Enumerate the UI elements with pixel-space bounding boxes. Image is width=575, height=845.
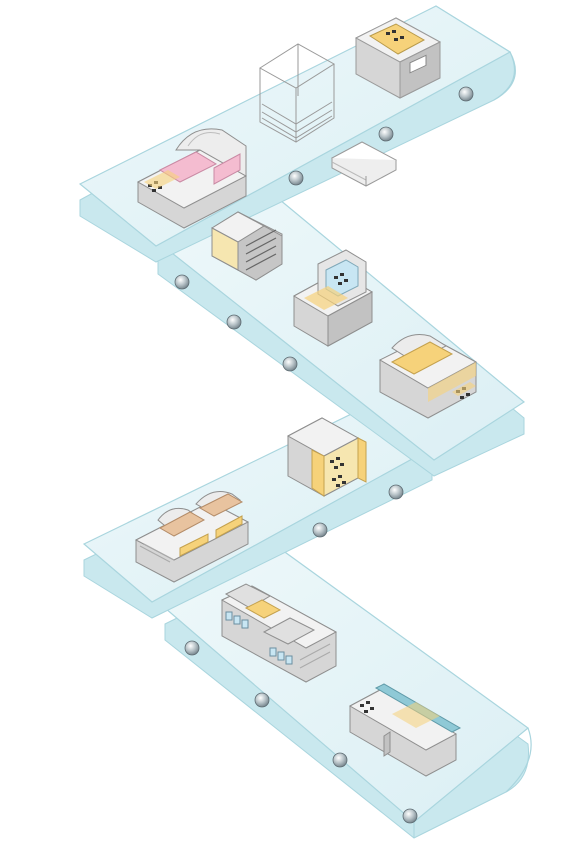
- roller: [388, 484, 404, 500]
- roller: [288, 170, 304, 186]
- transparent-magazine-rack: [259, 43, 335, 143]
- tan-reflow-machine: [134, 491, 250, 583]
- roller: [174, 274, 190, 290]
- washer-line-machine: [220, 583, 338, 683]
- roller: [184, 640, 200, 656]
- stacked-panel-input: [330, 141, 398, 187]
- conveyor-rollers: [174, 86, 474, 824]
- yellow-mounter-machine: [378, 334, 478, 419]
- inspection-machine: [292, 249, 374, 347]
- pcb-loader-machine: [354, 17, 442, 99]
- roller: [254, 692, 270, 708]
- output-conveyor-station: [348, 683, 462, 777]
- roller: [282, 356, 298, 372]
- roller: [312, 522, 328, 538]
- pink-printer-machine: [136, 128, 248, 229]
- roller: [226, 314, 242, 330]
- roller: [378, 126, 394, 142]
- conveyor-segment-4: [163, 549, 532, 839]
- chip-icon: [330, 457, 346, 487]
- roller: [458, 86, 474, 102]
- board-cabinet-unloader: [210, 211, 283, 281]
- chip-icon: [386, 30, 404, 41]
- roller: [402, 808, 418, 824]
- chip-icon: [334, 273, 348, 285]
- roller: [332, 752, 348, 768]
- open-door-oven: [286, 417, 367, 497]
- chip-icon: [360, 701, 374, 713]
